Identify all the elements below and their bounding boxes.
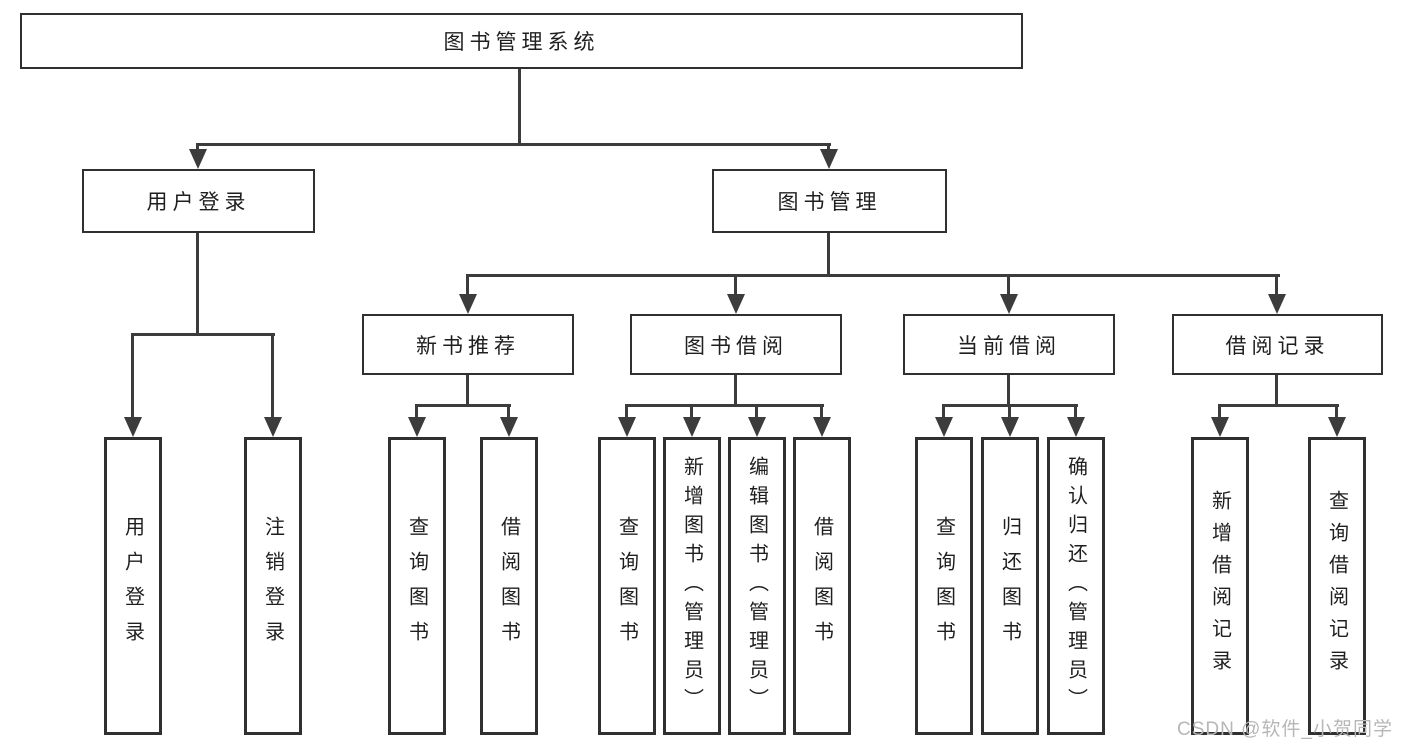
arrowhead-down-icon <box>813 417 831 437</box>
node-label: 借阅图书 <box>497 516 520 656</box>
connector-line <box>734 274 737 298</box>
connector-line <box>466 274 1280 277</box>
connector-line <box>196 143 831 146</box>
node-label: 查询借阅记录 <box>1325 490 1348 682</box>
node-label: 图书管理 <box>777 191 882 214</box>
connector-line <box>1335 404 1338 420</box>
node-label: 查询图书 <box>932 516 955 656</box>
connector-line <box>507 404 510 420</box>
arrowhead-down-icon <box>189 149 207 169</box>
leaf-logout: 注销登录 <box>244 437 302 735</box>
arrowhead-down-icon <box>748 417 766 437</box>
connector-line <box>518 69 521 145</box>
node-label: 图书管理系统 <box>443 31 600 54</box>
connector-line <box>820 404 823 420</box>
connector-line <box>625 404 824 407</box>
leaf-query-borrow-record: 查询借阅记录 <box>1308 437 1366 735</box>
node-label: 编辑图书（管理员） <box>745 455 768 717</box>
connector-line <box>827 232 830 277</box>
node-label: 用户登录 <box>121 516 144 656</box>
leaf-borrow-books: 借阅图书 <box>793 437 851 735</box>
connector-line <box>1275 375 1278 407</box>
connector-line <box>690 404 693 420</box>
arrowhead-down-icon <box>935 417 953 437</box>
connector-line <box>131 333 134 419</box>
node-label: 借阅记录 <box>1225 334 1330 358</box>
leaf-borrow-books: 借阅图书 <box>480 437 538 735</box>
node-current-borrowing: 当前借阅 <box>903 314 1115 375</box>
node-user-login: 用户登录 <box>82 169 315 233</box>
node-label: 图书借阅 <box>684 334 788 358</box>
arrowhead-down-icon <box>727 294 745 314</box>
connector-line <box>942 404 945 420</box>
node-label: 新增借阅记录 <box>1208 490 1231 682</box>
arrowhead-down-icon <box>1001 417 1019 437</box>
arrowhead-down-icon <box>408 417 426 437</box>
node-book-management: 图书管理 <box>712 169 947 233</box>
connector-line <box>734 375 737 407</box>
connector-line <box>1275 274 1278 298</box>
node-label: 借阅图书 <box>810 516 833 656</box>
node-label: 注销登录 <box>261 516 284 656</box>
arrowhead-down-icon <box>124 417 142 437</box>
connector-line <box>271 333 274 419</box>
connector-line <box>1007 375 1010 407</box>
connector-line <box>1218 404 1339 407</box>
connector-line <box>1074 404 1077 420</box>
node-label: 当前借阅 <box>957 334 1061 358</box>
connector-line <box>196 233 199 335</box>
connector-line <box>755 404 758 420</box>
connector-line <box>1218 404 1221 420</box>
watermark: CSDN @软件_小贺同学 <box>1177 719 1393 740</box>
connector-line <box>466 375 469 407</box>
arrowhead-down-icon <box>500 417 518 437</box>
arrowhead-down-icon <box>1211 417 1229 437</box>
node-book-borrowing: 图书借阅 <box>630 314 842 375</box>
arrowhead-down-icon <box>1000 294 1018 314</box>
leaf-query-books: 查询图书 <box>388 437 446 735</box>
leaf-confirm-return-admin: 确认归还（管理员） <box>1047 437 1105 735</box>
node-borrowing-records: 借阅记录 <box>1172 314 1383 375</box>
leaf-add-book-admin: 新增图书（管理员） <box>663 437 721 735</box>
arrowhead-down-icon <box>1067 417 1085 437</box>
leaf-query-books: 查询图书 <box>915 437 973 735</box>
node-label: 新增图书（管理员） <box>680 455 703 717</box>
connector-line <box>1007 274 1010 298</box>
arrowhead-down-icon <box>1328 417 1346 437</box>
arrowhead-down-icon <box>264 417 282 437</box>
connector-line <box>466 274 469 298</box>
node-label: 用户登录 <box>146 191 251 214</box>
node-label: 查询图书 <box>405 516 428 656</box>
leaf-user-login: 用户登录 <box>104 437 162 735</box>
connector-line <box>1008 404 1011 420</box>
arrowhead-down-icon <box>820 149 838 169</box>
node-label: 确认归还（管理员） <box>1064 455 1087 717</box>
arrowhead-down-icon <box>683 417 701 437</box>
arrowhead-down-icon <box>618 417 636 437</box>
connector-line <box>131 333 275 336</box>
node-label: 新书推荐 <box>416 334 520 358</box>
node-library-management-system: 图书管理系统 <box>20 13 1023 69</box>
arrowhead-down-icon <box>459 294 477 314</box>
node-new-book-recommendation: 新书推荐 <box>362 314 574 375</box>
arrowhead-down-icon <box>1268 294 1286 314</box>
connector-line <box>415 404 511 407</box>
connector-line <box>625 404 628 420</box>
leaf-query-books: 查询图书 <box>598 437 656 735</box>
leaf-return-books: 归还图书 <box>981 437 1039 735</box>
node-label: 归还图书 <box>998 516 1021 656</box>
connector-line <box>415 404 418 420</box>
node-label: 查询图书 <box>615 516 638 656</box>
leaf-edit-book-admin: 编辑图书（管理员） <box>728 437 786 735</box>
leaf-add-borrow-record: 新增借阅记录 <box>1191 437 1249 735</box>
